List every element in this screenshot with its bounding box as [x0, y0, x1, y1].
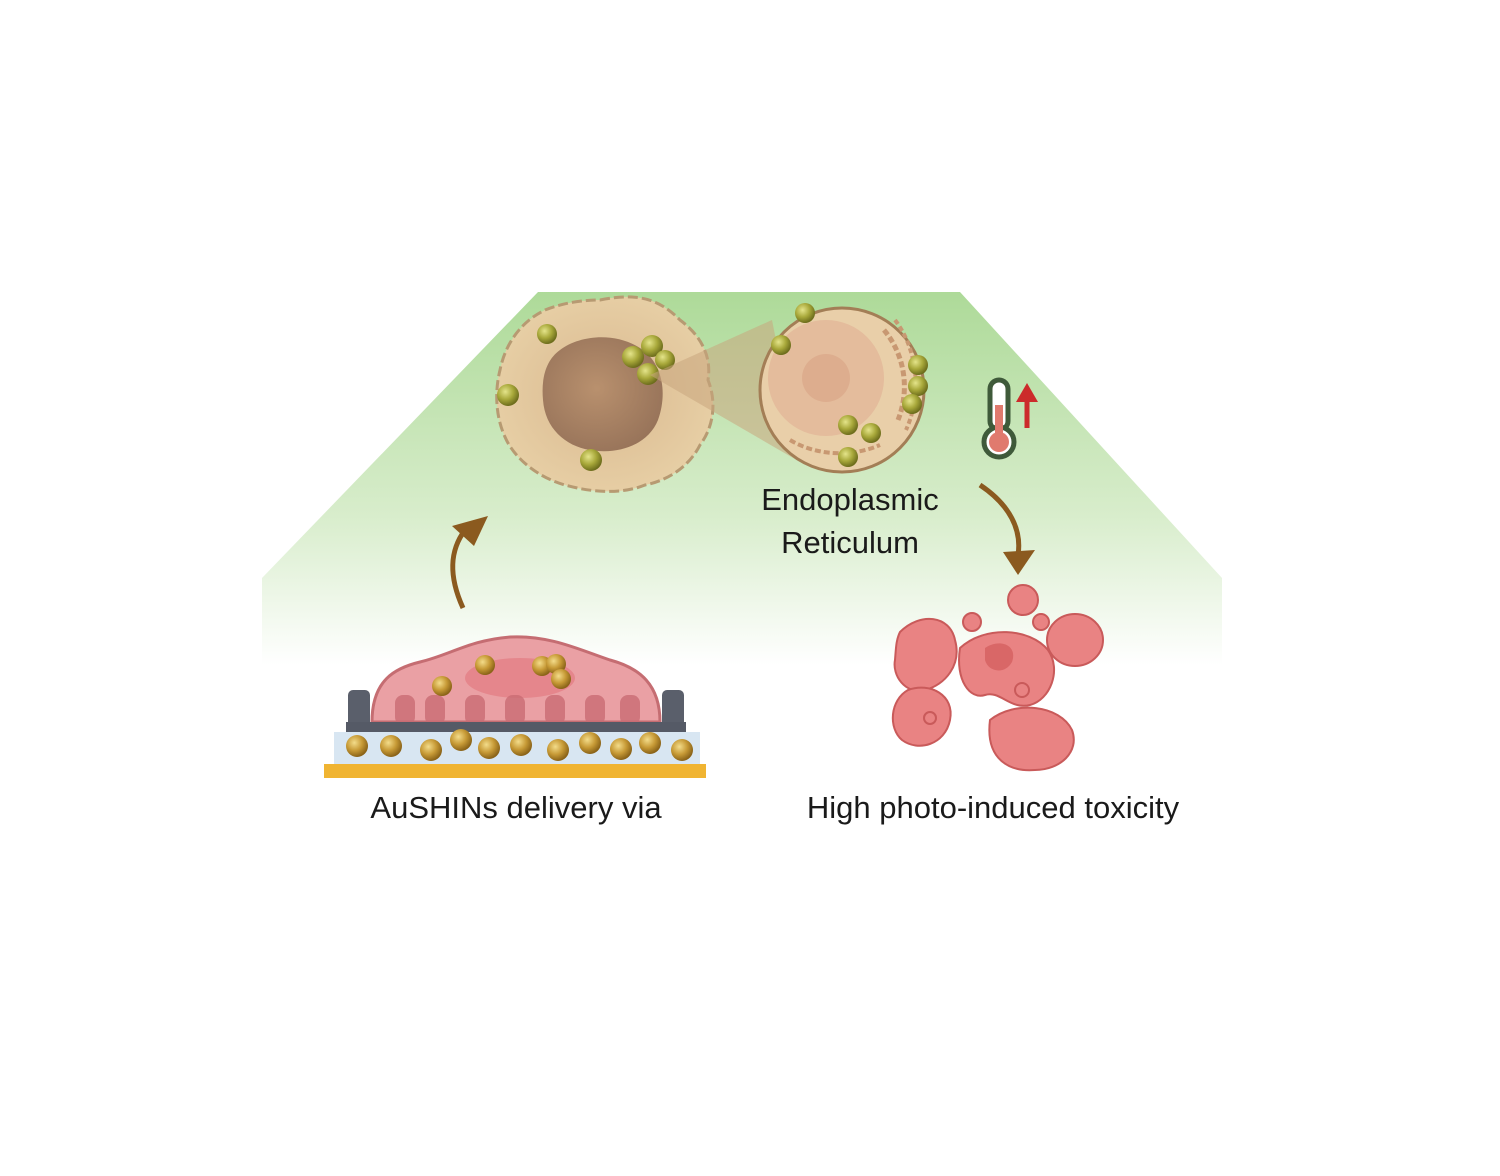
- nanoparticle: [637, 363, 659, 385]
- thermometer-icon: [981, 377, 1017, 460]
- nanoparticle: [771, 335, 791, 355]
- cell-nucleus: [542, 337, 663, 452]
- er-zoom-circle: [758, 303, 928, 474]
- up-arrow-icon: [1016, 383, 1038, 428]
- nanoparticle: [902, 394, 922, 414]
- nanoparticle: [478, 737, 500, 759]
- nanoparticle: [547, 739, 569, 761]
- toxicity-label: High photo-induced toxicity: [807, 790, 1180, 825]
- dead-cell-fragments: [891, 584, 1104, 772]
- nanoparticle: [346, 735, 368, 757]
- cell-with-nanoparticles: [495, 295, 715, 493]
- nanoparticle: [475, 655, 495, 675]
- nanoparticle: [655, 350, 675, 370]
- nanoparticle: [450, 729, 472, 751]
- nanoparticle: [380, 735, 402, 757]
- nanoparticle: [838, 447, 858, 467]
- nanoparticle: [641, 335, 663, 357]
- curved-arrow-up: [450, 516, 488, 610]
- delivery-label: AuSHINs delivery via: [370, 790, 662, 825]
- nanoparticle: [838, 415, 858, 435]
- nanoparticle: [795, 303, 815, 323]
- er-label-line2: Reticulum: [781, 525, 919, 560]
- nanoparticle: [551, 669, 571, 689]
- zoom-cone: [650, 320, 800, 462]
- nanoparticle: [420, 739, 442, 761]
- nanoparticle: [622, 346, 644, 368]
- gold-substrate: [324, 764, 706, 778]
- nanoparticle: [639, 732, 661, 754]
- nanoparticle: [510, 734, 532, 756]
- nanoparticle: [908, 355, 928, 375]
- curved-arrow-down: [978, 482, 1035, 575]
- delivery-device: [324, 635, 706, 778]
- nanoparticle: [537, 324, 557, 344]
- nanoparticle: [671, 739, 693, 761]
- nanoparticle: [861, 423, 881, 443]
- nanoparticle: [908, 376, 928, 396]
- nanoparticle: [432, 676, 452, 696]
- nanoparticle: [497, 384, 519, 406]
- nanoparticle: [610, 738, 632, 760]
- dead-cell-nucleus: [985, 643, 1014, 671]
- er-label-line1: Endoplasmic: [761, 482, 938, 517]
- nanoparticle: [580, 449, 602, 471]
- nanoparticle: [579, 732, 601, 754]
